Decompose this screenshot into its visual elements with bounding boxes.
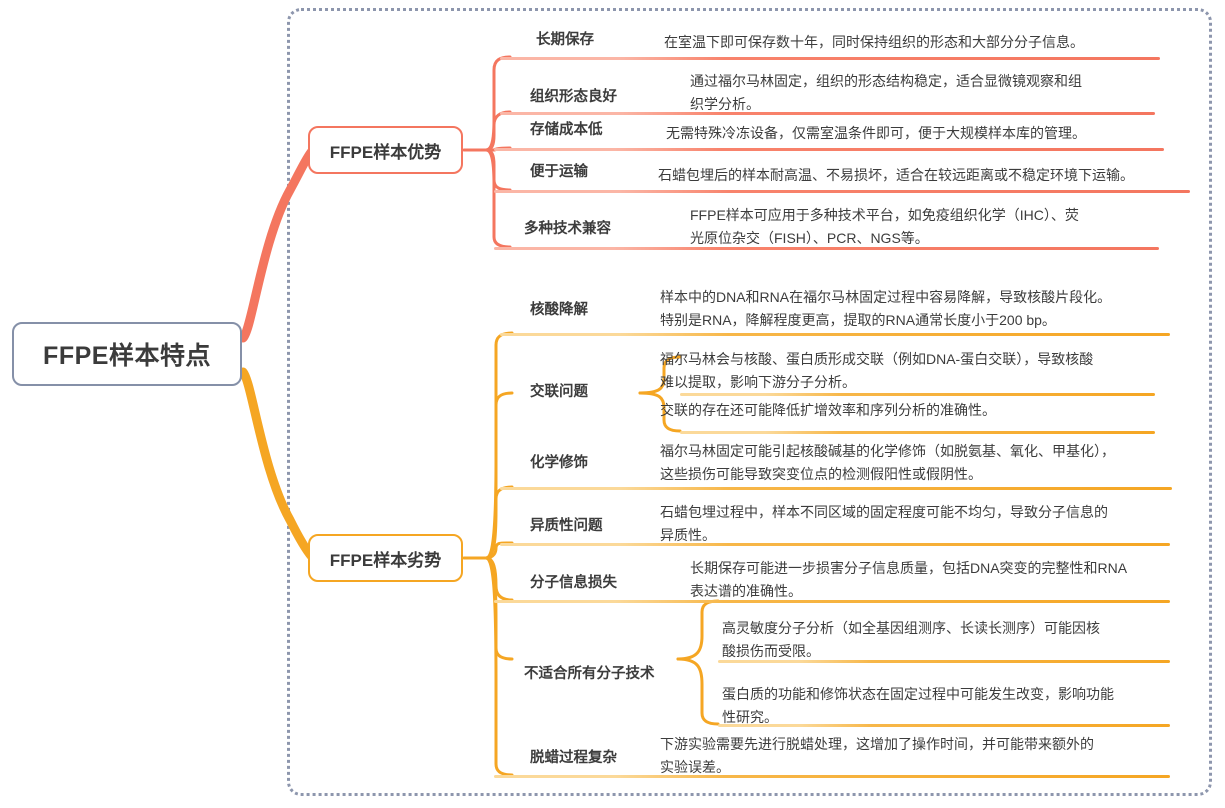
topic-underline	[500, 487, 1172, 490]
branch-node-pros[interactable]: FFPE样本优势	[308, 126, 463, 174]
topic-description: 石蜡包埋过程中，样本不同区域的固定程度可能不均匀，导致分子信息的 异质性。	[660, 504, 1108, 543]
topic-description: 石蜡包埋后的样本耐高温、不易损坏，适合在较远距离或不稳定环境下运输。	[658, 167, 1134, 183]
topic-underline	[494, 247, 1159, 250]
topic-description: 福尔马林固定可能引起核酸碱基的化学修饰（如脱氨基、氧化、甲基化）， 这些损伤可能…	[660, 443, 1115, 482]
topic-label[interactable]: 化学修饰	[530, 455, 588, 471]
topic-underline	[494, 775, 1170, 778]
root-node-label: FFPE样本特点	[43, 342, 211, 370]
branch-node-cons[interactable]: FFPE样本劣势	[308, 534, 463, 582]
branch-node-cons-label: FFPE样本劣势	[329, 550, 442, 570]
topic-underline	[500, 57, 1160, 60]
topic-underline	[494, 148, 1164, 151]
topic-label[interactable]: 不适合所有分子技术	[524, 666, 655, 682]
root-node[interactable]: FFPE样本特点	[12, 322, 242, 386]
topic-description: 下游实验需要先进行脱蜡处理，这增加了操作时间，并可能带来额外的 实验误差。	[660, 736, 1094, 775]
topic-underline	[718, 724, 1170, 727]
topic-label[interactable]: 多种技术兼容	[524, 221, 611, 237]
topic-description: 交联的存在还可能降低扩增效率和序列分析的准确性。	[660, 402, 996, 418]
topic-label[interactable]: 组织形态良好	[530, 89, 617, 105]
topic-label[interactable]: 核酸降解	[530, 302, 588, 318]
topic-underline	[494, 600, 1170, 603]
topic-description: 无需特殊冷冻设备，仅需室温条件即可，便于大规模样本库的管理。	[666, 125, 1086, 141]
topic-underline	[500, 333, 1170, 336]
topic-underline	[718, 660, 1170, 663]
topic-underline	[500, 543, 1170, 546]
topic-label[interactable]: 长期保存	[536, 32, 594, 48]
topic-label[interactable]: 异质性问题	[530, 518, 603, 534]
topic-underline	[680, 431, 1155, 434]
topic-description: 高灵敏度分子分析（如全基因组测序、长读长测序）可能因核 酸损伤而受限。	[722, 620, 1100, 659]
topic-label[interactable]: 脱蜡过程复杂	[530, 750, 617, 766]
topic-underline	[494, 190, 1190, 193]
topic-description: 福尔马林会与核酸、蛋白质形成交联（例如DNA-蛋白交联），导致核酸 难以提取，影…	[660, 351, 1094, 390]
topic-label[interactable]: 便于运输	[530, 164, 588, 180]
topic-label[interactable]: 分子信息损失	[530, 575, 617, 591]
topic-description: 样本中的DNA和RNA在福尔马林固定过程中容易降解，导致核酸片段化。 特别是RN…	[660, 289, 1112, 328]
topic-description: 蛋白质的功能和修饰状态在固定过程中可能发生改变，影响功能 性研究。	[722, 686, 1114, 725]
topic-description: FFPE样本可应用于多种技术平台，如免疫组织化学（IHC）、荧 光原位杂交（FI…	[690, 207, 1079, 246]
topic-label[interactable]: 交联问题	[530, 384, 588, 400]
topic-underline	[680, 393, 1155, 396]
topic-description: 通过福尔马林固定，组织的形态结构稳定，适合显微镜观察和组 织学分析。	[690, 73, 1082, 112]
topic-label[interactable]: 存储成本低	[530, 122, 603, 138]
topic-description: 在室温下即可保存数十年，同时保持组织的形态和大部分分子信息。	[664, 34, 1084, 50]
topic-description: 长期保存可能进一步损害分子信息质量，包括DNA突变的完整性和RNA 表达谱的准确…	[690, 560, 1128, 599]
topic-underline	[500, 112, 1155, 115]
branch-node-pros-label: FFPE样本优势	[329, 142, 442, 162]
